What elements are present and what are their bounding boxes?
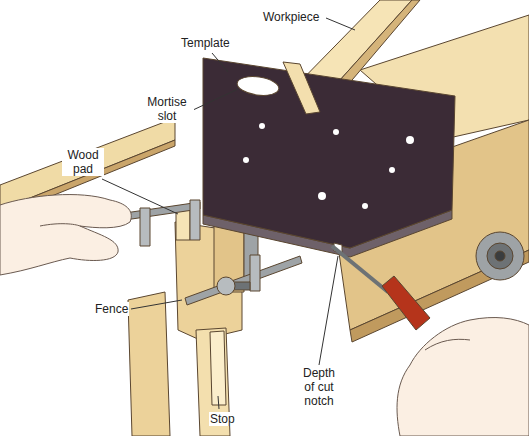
leader-line — [326, 18, 355, 30]
clamp-jaw — [140, 208, 150, 246]
clamp-bar — [185, 256, 302, 305]
clamp-jaw — [190, 200, 200, 240]
hole — [362, 203, 368, 209]
finger-line — [425, 339, 470, 350]
bench-leg — [128, 292, 170, 436]
clamp-handle — [217, 277, 235, 295]
leader-line — [102, 179, 178, 214]
part-label: Mortise slot — [140, 95, 194, 123]
hole — [389, 167, 395, 173]
leader-line — [193, 89, 238, 110]
router-collet — [495, 251, 505, 261]
router-collet — [487, 243, 513, 269]
leader-line — [319, 256, 338, 365]
leader-line — [218, 396, 219, 409]
right-hand — [397, 318, 529, 436]
mortise-slot — [236, 74, 280, 98]
hole — [318, 192, 326, 200]
hole — [243, 157, 249, 163]
part-label: Wood pad — [62, 148, 104, 176]
workpiece-slot — [283, 62, 320, 114]
screwdriver-shaft — [332, 246, 388, 292]
part-label: Fence — [94, 302, 129, 316]
stop — [210, 331, 226, 405]
leader-line — [131, 300, 182, 309]
hole — [333, 129, 339, 135]
part-label: Workpiece — [262, 10, 320, 24]
template-plate — [203, 58, 455, 248]
part-label: Stop — [209, 412, 236, 426]
clamp-jaw — [250, 255, 260, 291]
left-hand — [0, 195, 131, 275]
hole — [406, 136, 414, 144]
screwdriver-handle — [382, 276, 430, 330]
hole — [259, 123, 265, 129]
finger-line — [40, 224, 80, 226]
router-collet — [476, 232, 524, 280]
part-label: Template — [180, 36, 231, 50]
part-label: Depth of cut notch — [296, 366, 342, 408]
leader-line — [212, 53, 228, 72]
